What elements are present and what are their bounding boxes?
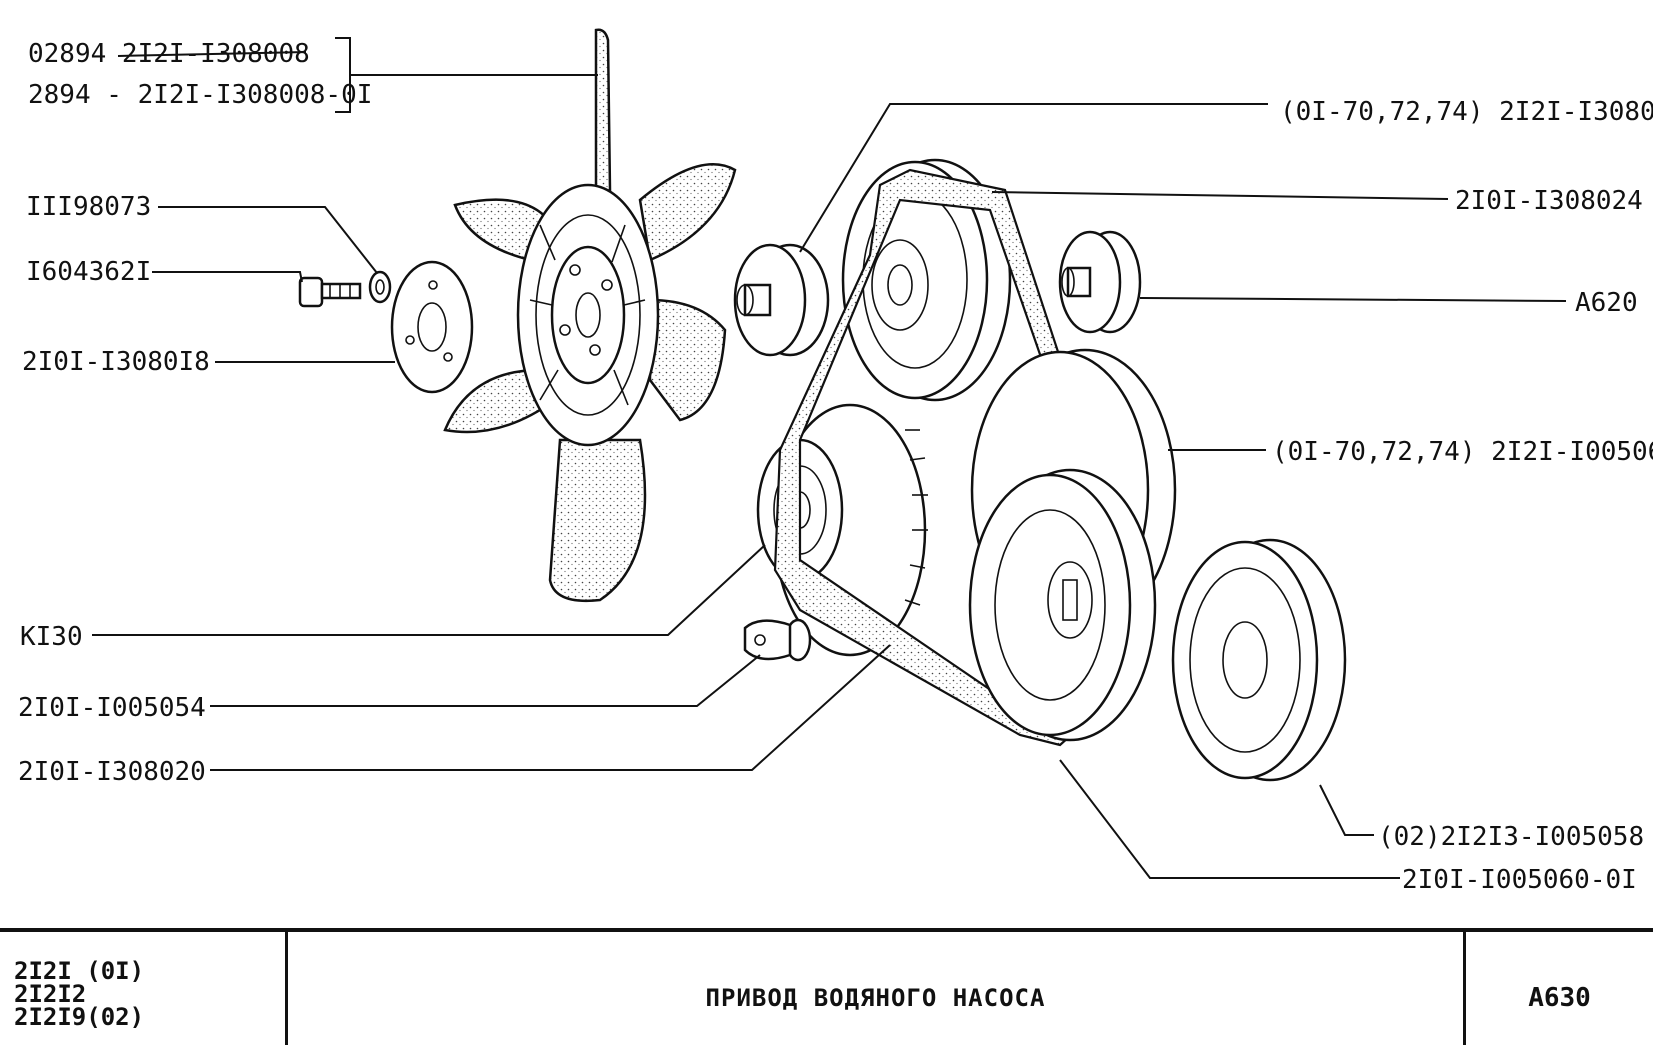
- title-block: 2I2I (0I) 2I2I2 2I2I9(02) ПРИВОД ВОДЯНОГ…: [0, 928, 1653, 1045]
- label-crank-pulley-alt: (0I-70,72,74) 2I2I-I005060: [1272, 437, 1653, 467]
- model-line: 2I2I9(02): [14, 1003, 145, 1031]
- label-crank-pulley: 2I0I-I005060-0I: [1402, 865, 1637, 895]
- spacer-drawing: [1058, 230, 1142, 334]
- model-line: 2I2I (0I): [14, 957, 145, 985]
- label-washer: III98073: [26, 192, 151, 222]
- strike-old-part: [117, 51, 307, 57]
- bolt-drawing: [298, 276, 362, 308]
- label-spacer: A620: [1575, 288, 1638, 318]
- hub-pulley-drawing: [733, 243, 830, 357]
- label-bolt: I604362I: [26, 257, 151, 287]
- sheet-code: A630: [1528, 982, 1591, 1013]
- label-crank-pulley-02: (02)2I2I3-I005058: [1378, 822, 1644, 852]
- crank-pulley-drawing: [968, 348, 1177, 742]
- label-hub-pulley: (0I-70,72,74) 2I2I-I308027: [1280, 97, 1653, 127]
- model-list: 2I2I (0I) 2I2I2 2I2I9(02): [0, 932, 288, 1045]
- model-line: 2I2I2: [14, 980, 87, 1008]
- label-impeller: 2I0I-I005054: [18, 693, 206, 723]
- label-fan-new: 2894 - 2I2I-I308008-0I: [28, 80, 372, 110]
- label-seal: KI30: [20, 622, 83, 652]
- impeller-drawing: [743, 618, 812, 662]
- washer-drawing: [368, 270, 392, 304]
- crank-pulley-02-drawing: [1171, 538, 1347, 782]
- fan-drawing: [443, 28, 737, 602]
- fan-plate-drawing: [390, 260, 474, 394]
- label-belt-pulley: 2I0I-I308024: [1455, 186, 1643, 216]
- label-fan-plate: 2I0I-I3080I8: [22, 347, 210, 377]
- drawing-title: ПРИВОД ВОДЯНОГО НАСОСА: [288, 932, 1466, 1045]
- label-belt: 2I0I-I308020: [18, 757, 206, 787]
- leader-lines: [92, 37, 1567, 879]
- callout-labels: 02894 2I2I-I308008 2894 - 2I2I-I308008-0…: [18, 39, 1653, 895]
